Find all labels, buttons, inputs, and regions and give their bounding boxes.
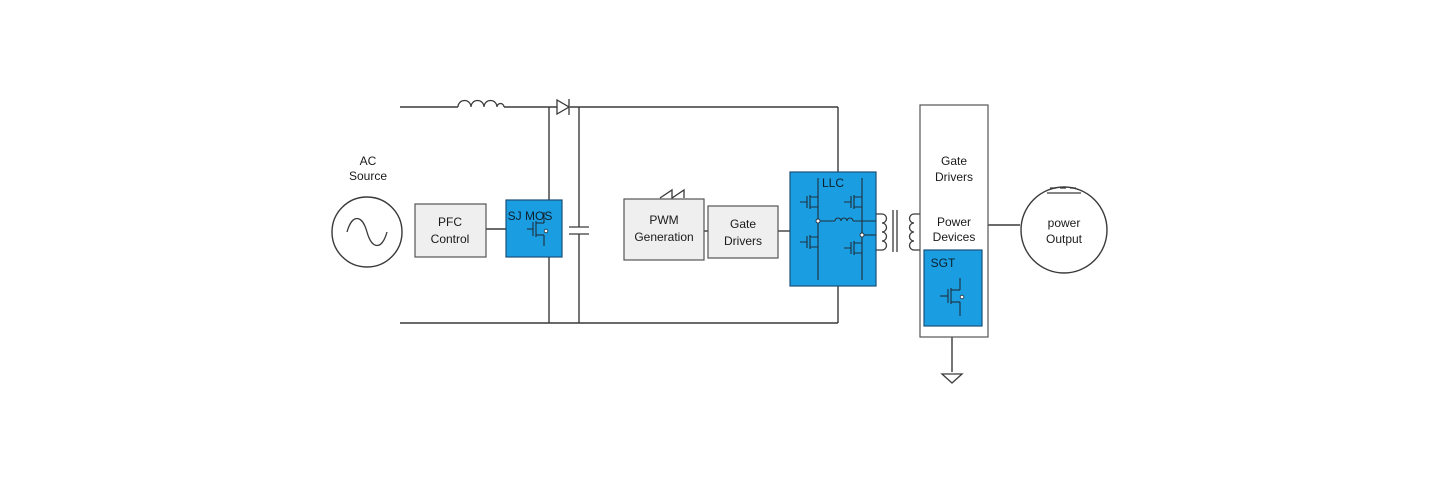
power-output-label-line1: power	[1048, 216, 1081, 230]
sgt-mosfet-icon	[940, 278, 965, 316]
ground-icon	[940, 373, 964, 384]
pfc-control-label-line2: Control	[431, 232, 470, 246]
pwm-generation-block: PWM Generation	[623, 188, 705, 261]
pfc-control-label-line1: PFC	[438, 215, 462, 229]
pfc-control-block: PFC Control	[414, 203, 487, 258]
pwm-generation-label-line2: Generation	[634, 230, 693, 244]
llc-circuit-icon	[800, 178, 876, 280]
sawtooth-icon	[659, 188, 685, 200]
gate-drivers-label-line1: Gate	[730, 217, 756, 231]
bus-wires	[400, 106, 1020, 372]
sgt-block: SGT	[923, 249, 983, 327]
sj-mos-label: SJ MOS	[508, 209, 553, 223]
secondary-side-panel: Gate Drivers Power Devices SGT	[919, 104, 989, 338]
sj-mosfet-icon	[527, 212, 549, 246]
ac-source-label-line2: Source	[349, 169, 387, 183]
secondary-gate-drivers-label-line1: Gate	[941, 154, 967, 168]
transformer	[876, 210, 920, 252]
sgt-label: SGT	[931, 256, 956, 270]
llc-block: LLC	[789, 171, 877, 287]
dc-symbol-icon	[1047, 187, 1081, 194]
power-output: power Output	[1020, 186, 1108, 274]
gate-drivers-block: Gate Drivers	[707, 205, 779, 259]
pfc-inductor	[457, 99, 505, 108]
power-output-label-line2: Output	[1046, 232, 1083, 246]
pwm-generation-label-line1: PWM	[649, 213, 678, 227]
bulk-capacitor	[569, 226, 589, 235]
ac-source: AC Source	[331, 154, 403, 268]
power-devices-label-line1: Power	[937, 215, 971, 229]
boost-diode	[556, 98, 571, 116]
llc-label: LLC	[822, 176, 844, 190]
sj-mos-block: SJ MOS	[505, 199, 563, 258]
secondary-gate-drivers-label-line2: Drivers	[935, 170, 973, 184]
ac-source-label-line1: AC	[360, 154, 377, 168]
sine-wave-icon	[346, 217, 388, 247]
gate-drivers-label-line2: Drivers	[724, 234, 762, 248]
power-devices-label-line2: Devices	[933, 230, 976, 244]
